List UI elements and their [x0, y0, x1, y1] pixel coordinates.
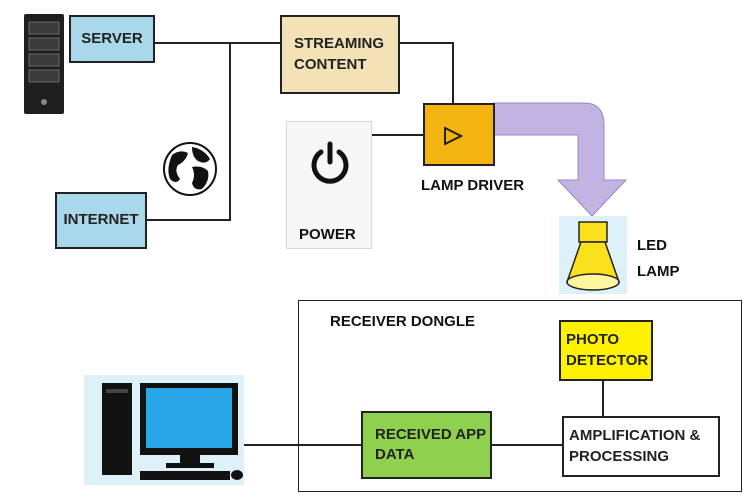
led-lamp-label-line1: LED — [637, 237, 667, 254]
driver-triangle-icon — [444, 126, 463, 146]
led-lamp-label-line2: LAMP — [637, 263, 680, 280]
photo-detector-line1: PHOTO — [566, 331, 620, 349]
received-app-data-box: RECEIVED APP DATA — [361, 411, 492, 479]
globe-icon — [162, 141, 218, 202]
desktop-computer-icon — [84, 375, 244, 490]
power-icon — [307, 140, 353, 191]
server-tower-icon — [24, 14, 64, 119]
streaming-label-line2: CONTENT — [294, 55, 367, 73]
receiver-dongle-label: RECEIVER DONGLE — [330, 313, 476, 330]
streaming-label-line1: STREAMING — [294, 35, 384, 53]
amplification-processing-box: AMPLIFICATION & PROCESSING — [562, 416, 720, 477]
received-line1: RECEIVED APP — [375, 425, 487, 443]
power-label: POWER — [299, 226, 356, 243]
amplification-line1: AMPLIFICATION & — [569, 427, 701, 445]
photo-detector-line2: DETECTOR — [566, 351, 649, 369]
server-box: SERVER — [69, 15, 155, 63]
led-lamp-icon — [559, 216, 627, 299]
internet-box: INTERNET — [55, 192, 147, 249]
light-arrow — [493, 102, 628, 217]
power-box: POWER — [286, 121, 372, 249]
lamp-driver-box — [423, 103, 495, 166]
photo-detector-box: PHOTO DETECTOR — [559, 320, 653, 381]
receiver-dongle-box — [298, 300, 742, 492]
internet-label: INTERNET — [63, 211, 139, 229]
received-line2: DATA — [375, 446, 415, 463]
lamp-driver-label: LAMP DRIVER — [421, 177, 525, 194]
streaming-content-box: STREAMING CONTENT — [280, 15, 400, 94]
server-label: SERVER — [81, 29, 143, 47]
amplification-line2: PROCESSING — [569, 447, 670, 465]
